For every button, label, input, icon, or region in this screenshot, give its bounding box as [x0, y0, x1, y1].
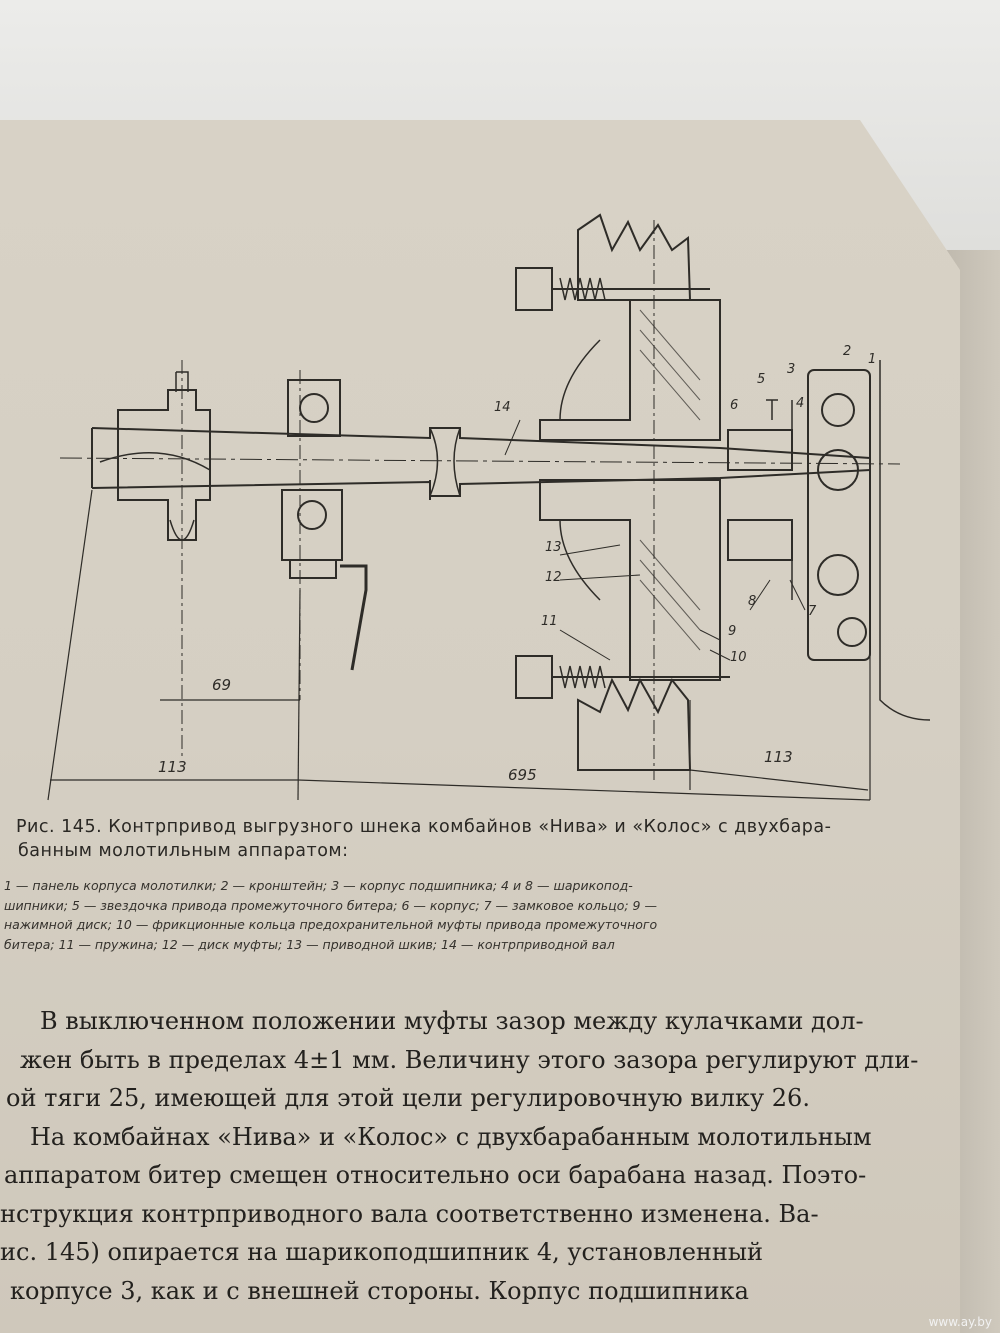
- part-number: 6: [730, 398, 739, 413]
- caption-title-line: Рис. 145. Контрпривод выгрузного шнека к…: [16, 817, 832, 837]
- figure-legend: 1 — панель корпуса молотилки; 2 — кроншт…: [4, 876, 984, 954]
- paragraph-line: жен быть в пределах 4±1 мм. Величину это…: [20, 1045, 919, 1074]
- paragraph-line: На комбайнах «Нива» и «Колос» с двухбара…: [30, 1122, 872, 1151]
- left-flange: [117, 360, 211, 760]
- dimension-label: 695: [508, 766, 537, 784]
- spring-bolts: [515, 267, 730, 699]
- part-number: 10: [730, 650, 747, 665]
- leader-lines: [504, 419, 806, 661]
- book-page: [0, 120, 960, 1333]
- dimension-label: 113: [764, 748, 793, 766]
- part-number: 5: [757, 372, 766, 387]
- paragraph-line: аппаратом битер смещен относительно оси …: [4, 1161, 867, 1189]
- body-text: В выключенном положении муфты зазор межд…: [0, 1002, 990, 1310]
- paragraph-line: корпусе 3, как и с внешней стороны. Корп…: [10, 1276, 749, 1305]
- dimension-lines: [47, 470, 871, 801]
- paragraph-line: ис. 145) опирается на шарикоподшипник 4,…: [0, 1238, 763, 1266]
- paragraph-line: ой тяги 25, имеющей для этой цели регули…: [6, 1084, 810, 1112]
- legend-line: нажимной диск; 10 — фрикционные кольца п…: [4, 917, 658, 932]
- dimension-label: 69: [212, 676, 232, 694]
- caption-title-line: банным молотильным аппаратом:: [18, 841, 349, 861]
- part-number: 7: [808, 604, 817, 619]
- countershaft: [59, 427, 901, 500]
- legend-line: битера; 11 — пружина; 12 — диск муфты; 1…: [4, 936, 615, 952]
- middle-bearing: [281, 370, 368, 700]
- part-number: 11: [541, 614, 558, 629]
- part-number: 13: [545, 540, 562, 555]
- legend-line: 1 — панель корпуса молотилки; 2 — кроншт…: [4, 878, 633, 893]
- part-number: 8: [748, 594, 757, 609]
- figure-caption: Рис. 145. Контрпривод выгрузного шнека к…: [16, 815, 976, 863]
- part-number: 4: [796, 396, 805, 411]
- part-number: 14: [494, 400, 511, 415]
- part-number: 9: [728, 624, 737, 639]
- part-number: 3: [787, 362, 796, 377]
- dimension-label: 113: [158, 758, 187, 776]
- drive-pulley: [539, 213, 721, 780]
- watermark: www.ay.by: [928, 1315, 992, 1329]
- technical-drawing: [47, 213, 931, 801]
- part-number: 12: [545, 570, 562, 585]
- right-bearing-housing: [727, 360, 931, 721]
- legend-line: шипники; 5 — звездочка привода промежуто…: [4, 897, 657, 913]
- paragraph-line: нструкция контрприводного вала соответст…: [0, 1199, 819, 1228]
- part-number: 1: [868, 352, 877, 367]
- paragraph-line: В выключенном положении муфты зазор межд…: [40, 1007, 864, 1035]
- part-number: 2: [843, 344, 852, 359]
